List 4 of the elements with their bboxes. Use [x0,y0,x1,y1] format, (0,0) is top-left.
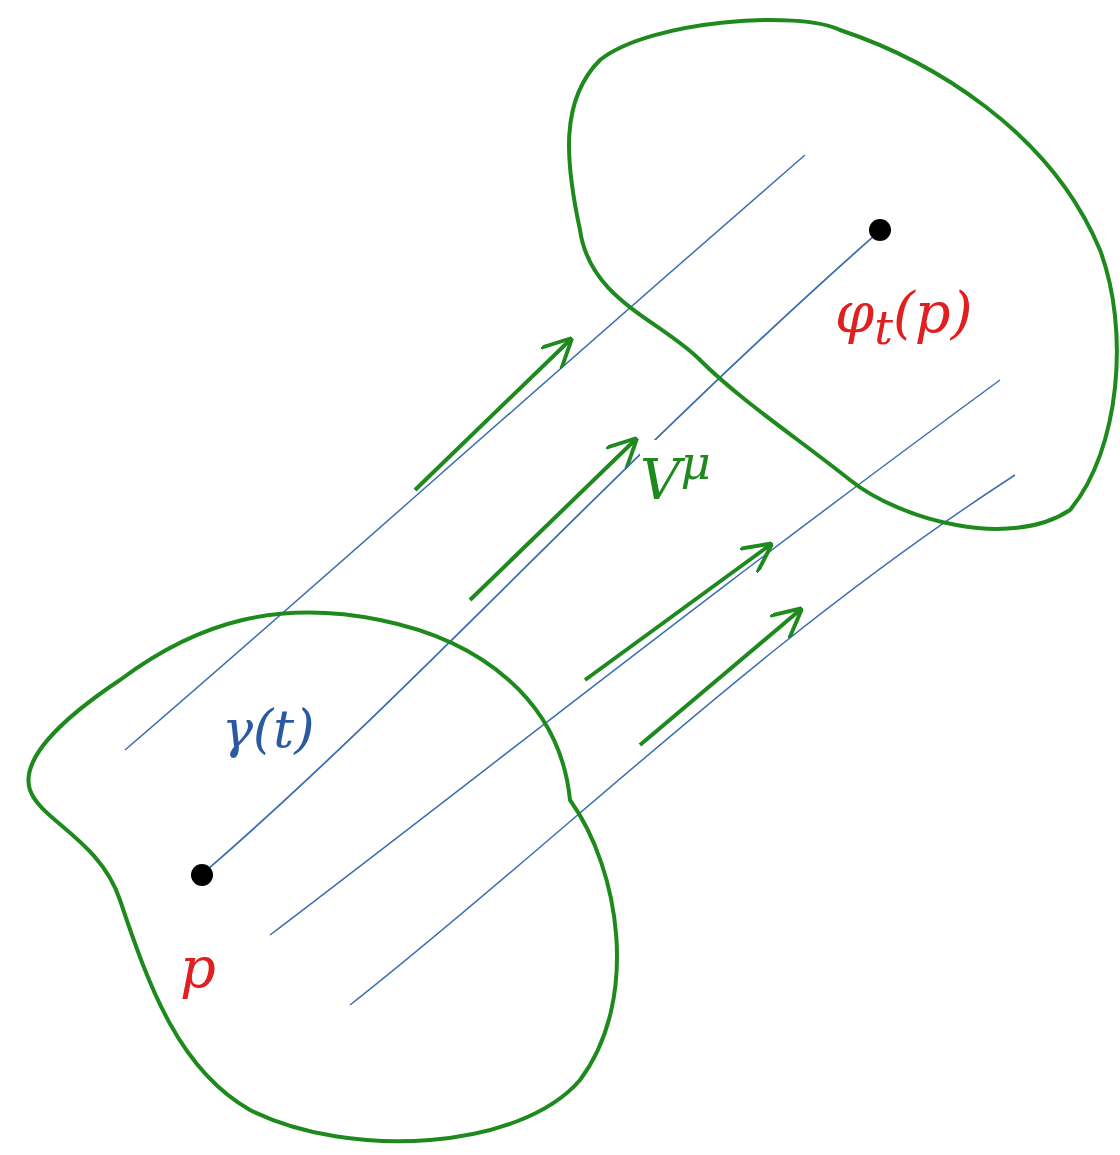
curve-line [209,236,873,869]
point-dot [869,219,891,241]
edge-label: γ(t) [222,703,315,756]
point-dot [191,864,213,886]
